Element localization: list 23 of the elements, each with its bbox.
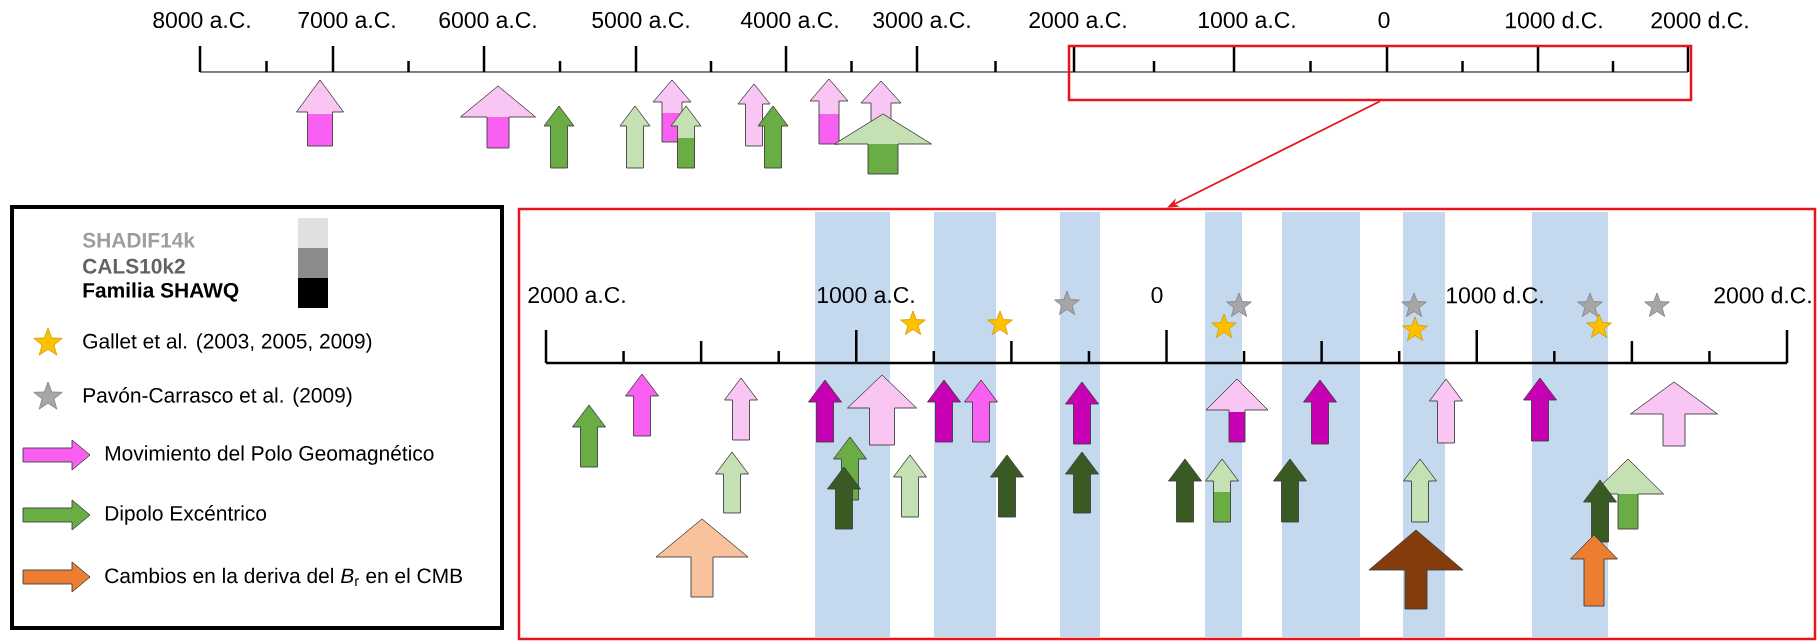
legend-label: Movimiento del Polo Geomagnético [105, 445, 434, 465]
tick-label: 6000 a.C. [439, 11, 536, 29]
tick-label: 2000 a.C. [528, 286, 625, 304]
tick-label: 2000 a.C. [1029, 11, 1126, 29]
legend-label: Pavón-Carrasco et al. (2009) [83, 387, 352, 407]
tick-label: 8000 a.C. [153, 11, 250, 29]
tick-label: 7000 a.C. [298, 11, 395, 29]
detail-panel [517, 207, 1817, 641]
legend-label: SHADIF14k [82, 232, 195, 248]
tick-label: 3000 a.C. [873, 11, 970, 29]
legend-label: Gallet et al. (2003, 2005, 2009) [83, 333, 372, 353]
legend-label: Dipolo Excéntrico [105, 505, 267, 525]
legend-label: Cambios en la deriva del B$_{r}$ en el CMB [105, 567, 462, 587]
tick-label: 2000 d.C. [1651, 11, 1748, 29]
tick-label: 0 [1151, 286, 1163, 304]
tick-label: 1000 a.C. [818, 286, 914, 304]
zoom-frame [1067, 44, 1693, 102]
tick-label: 5000 a.C. [592, 11, 689, 29]
legend-label: CALS10k2 [83, 258, 185, 274]
tick-label: 1000 d.C. [1447, 286, 1543, 304]
tick-label: 2000 d.C. [1714, 286, 1811, 304]
legend-label: Familia SHAWQ [83, 282, 239, 302]
tick-label: 4000 a.C. [740, 11, 838, 29]
